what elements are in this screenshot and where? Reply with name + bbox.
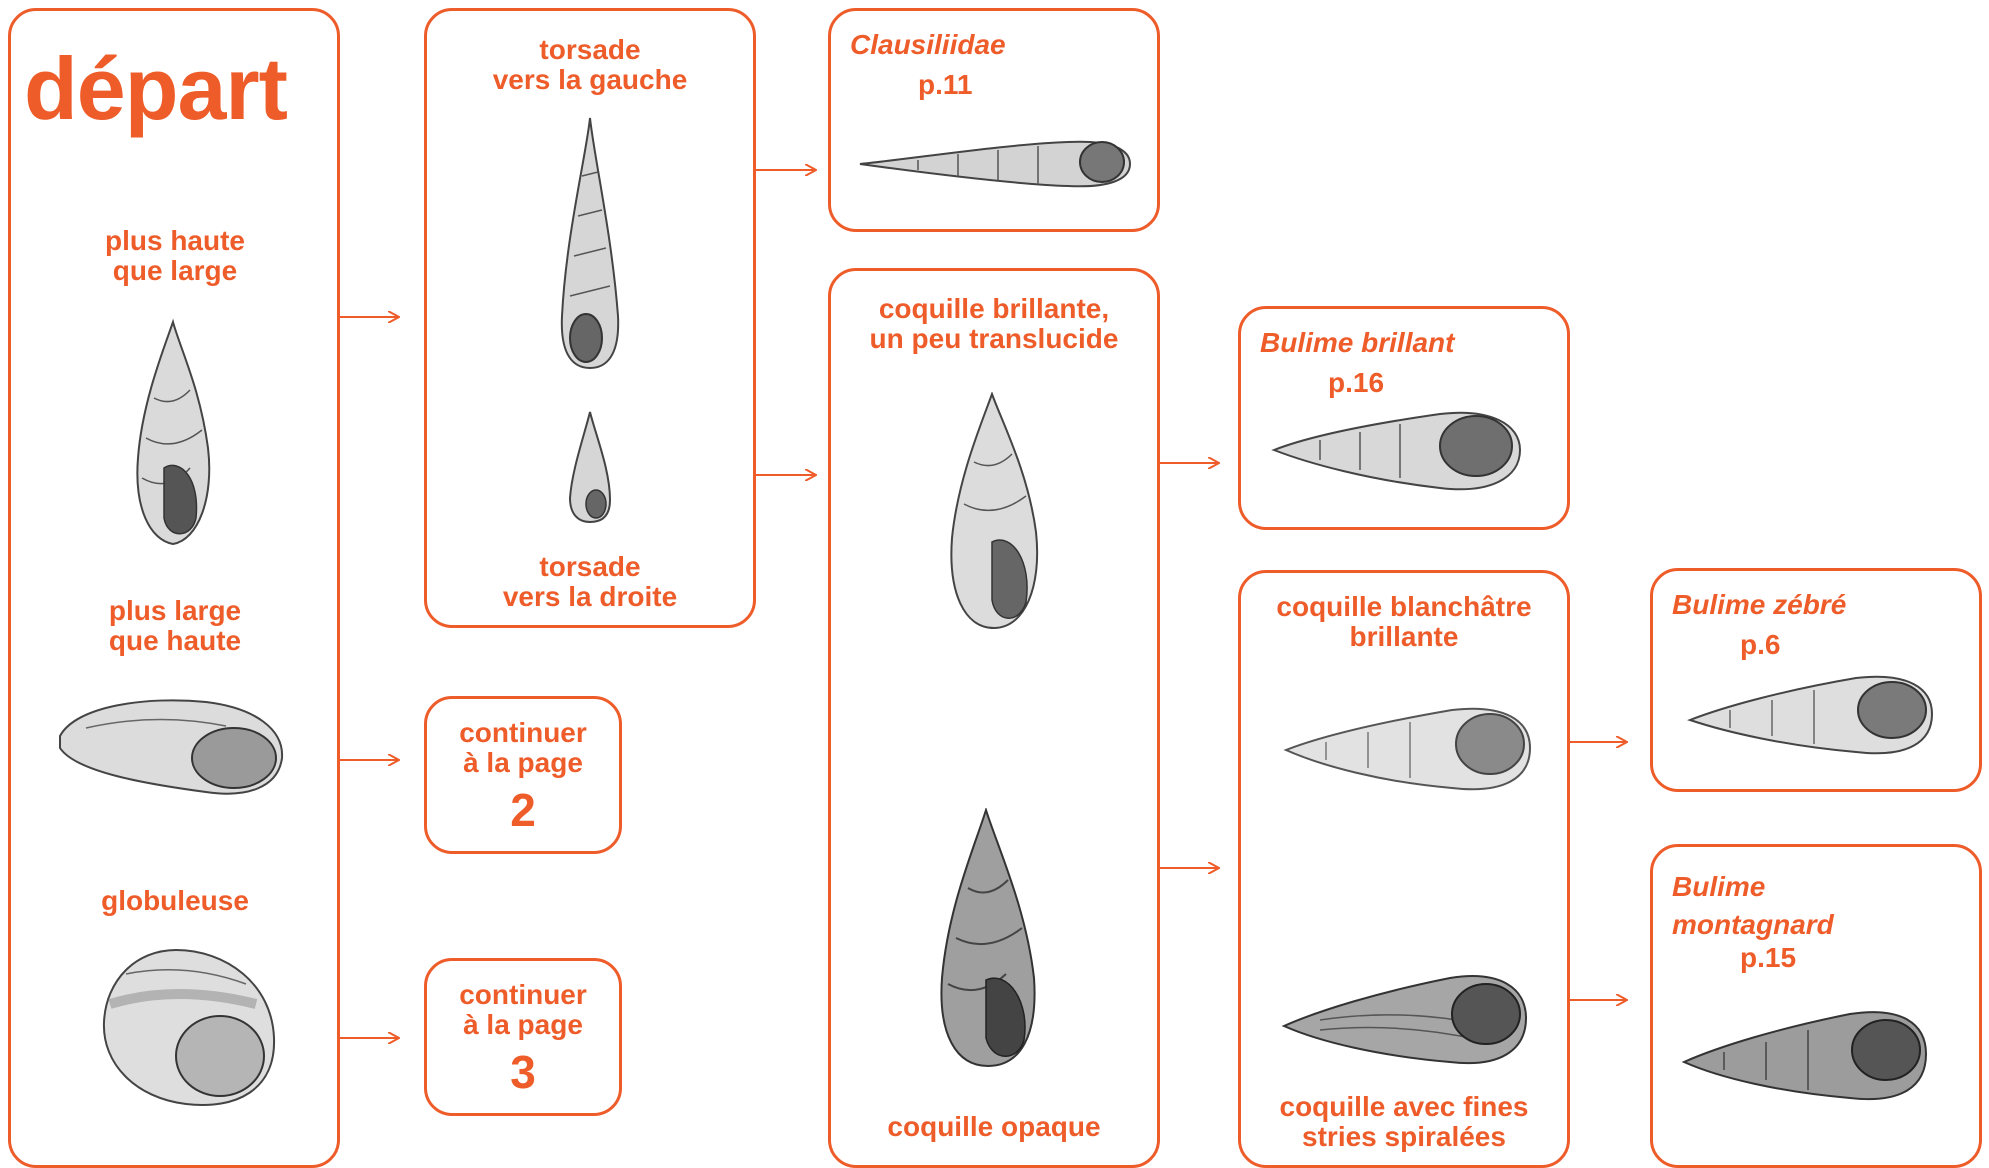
result-bulime-zebre-name: Bulime zébré (1672, 590, 1972, 620)
shine-bottom-label: coquille opaque (828, 1112, 1160, 1142)
shell-illustration-opaque (934, 808, 1044, 1070)
result-clausiliidae-name: Clausiliidae (850, 30, 1150, 60)
shell-illustration-tall (128, 318, 218, 548)
continue-page-2-text: continuer à la page (424, 718, 622, 778)
result-clausiliidae-page: p.11 (918, 70, 1118, 100)
shell-illustration-translucent (942, 392, 1046, 632)
shell-illustration-right-twist (566, 410, 614, 524)
option-taller-than-wide: plus haute que large (20, 226, 330, 286)
twist-left-label: torsade vers la gauche (424, 35, 756, 95)
start-title: départ (24, 44, 334, 134)
shell-illustration-left-twist (556, 116, 624, 372)
continue-page-3-number: 3 (424, 1048, 622, 1096)
shell-illustration-flat (56, 688, 288, 800)
continue-page-3-text: continuer à la page (424, 980, 622, 1040)
result-bulime-montagnard-page: p.15 (1740, 943, 1940, 973)
shell-illustration-bulime-montagnard (1680, 1000, 1930, 1108)
shell-illustration-spiral-striae (1280, 964, 1528, 1074)
shell-illustration-bulime-brillant (1270, 400, 1524, 500)
continue-page-2-number: 2 (424, 786, 622, 834)
whitish-box (1238, 570, 1570, 1168)
result-bulime-brillant-page: p.16 (1328, 368, 1528, 398)
shell-illustration-bulime-zebre (1686, 666, 1936, 762)
shine-top-label: coquille brillante, un peu translucide (828, 294, 1160, 354)
option-wider-than-tall: plus large que haute (20, 596, 330, 656)
shell-illustration-whitish (1282, 696, 1532, 800)
shell-illustration-globular (96, 944, 280, 1112)
result-bulime-brillant-name: Bulime brillant (1260, 328, 1560, 358)
option-globular: globuleuse (20, 886, 330, 916)
whitish-top-label: coquille blanchâtre brillante (1238, 592, 1570, 652)
result-bulime-montagnard-name: Bulime montagnard (1672, 868, 1972, 944)
whitish-bottom-label: coquille avec fines stries spiralées (1238, 1092, 1570, 1152)
shell-illustration-clausiliidae (858, 132, 1134, 194)
twist-right-label: torsade vers la droite (424, 552, 756, 612)
result-bulime-zebre-page: p.6 (1740, 630, 1940, 660)
